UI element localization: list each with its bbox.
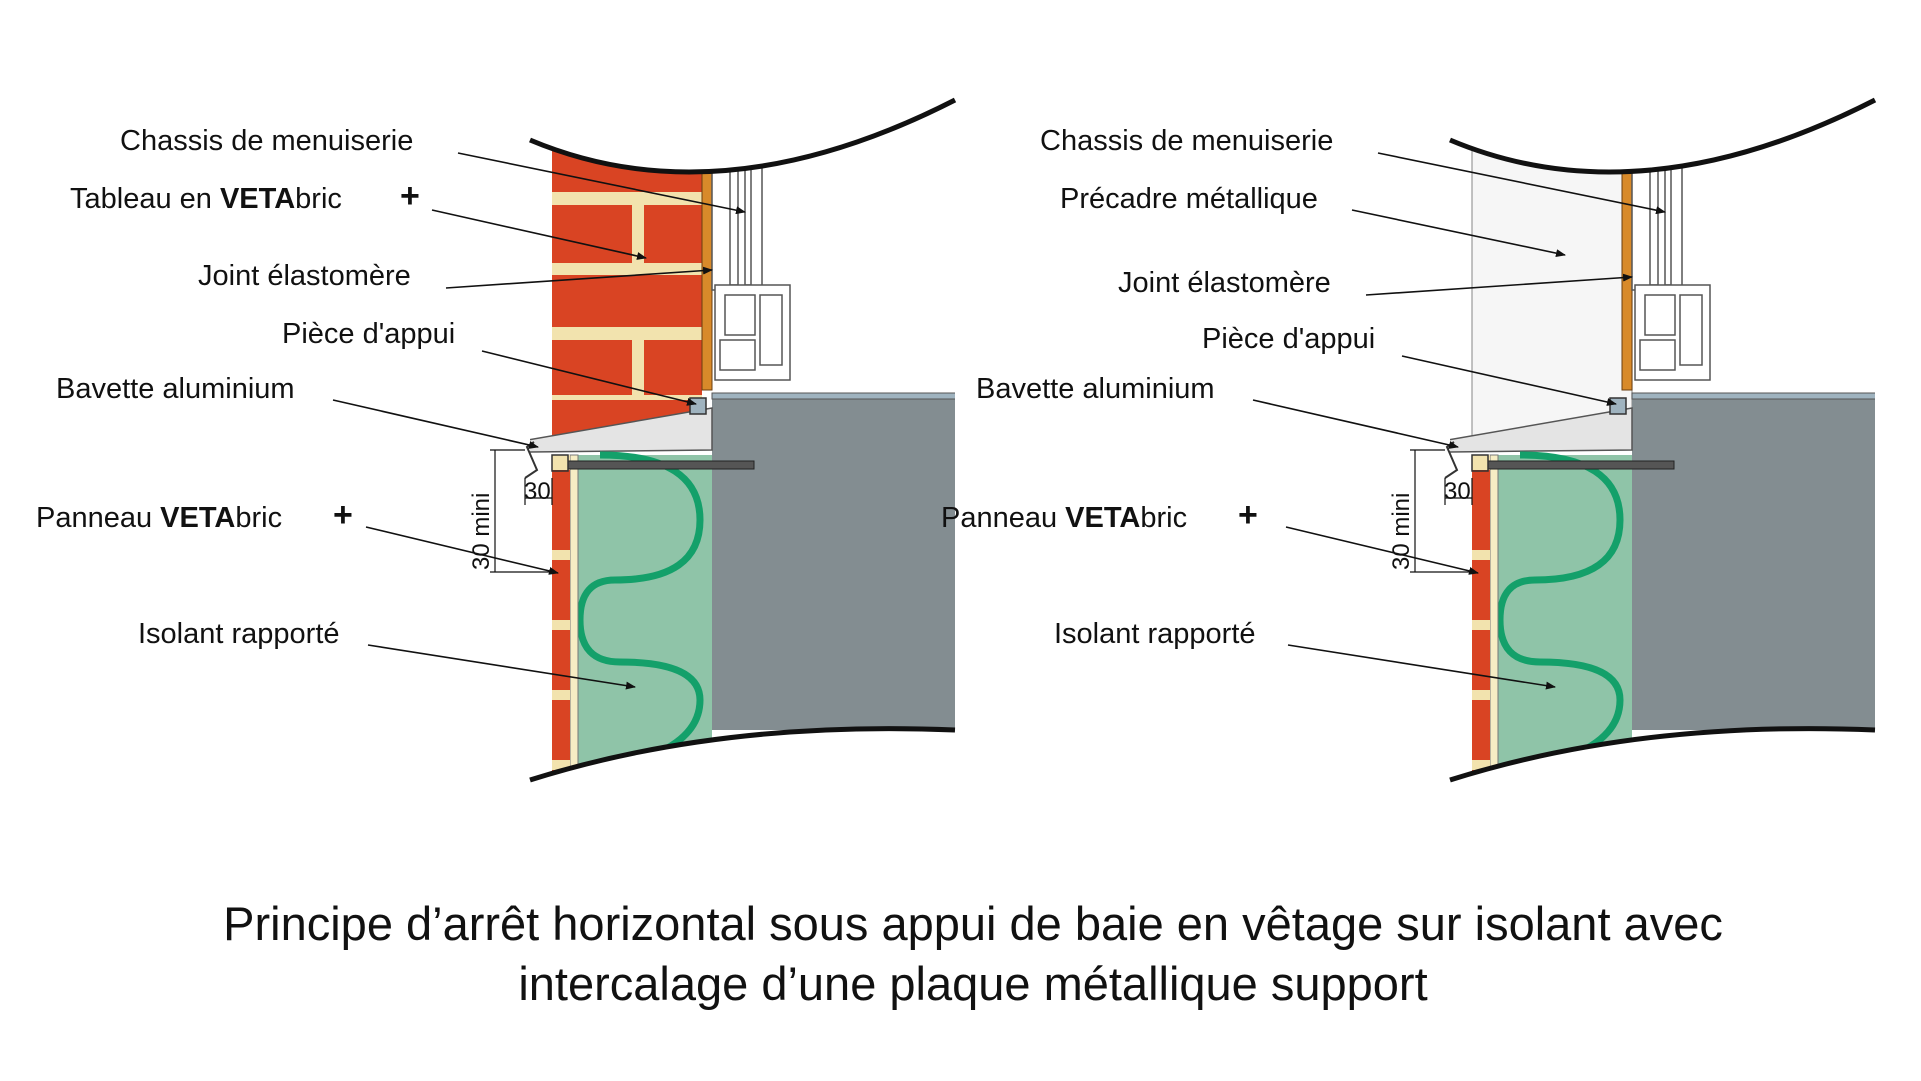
- left-dim-30: 30: [524, 478, 551, 505]
- left-label-bavette: Bavette aluminium: [56, 373, 295, 405]
- left-dimensions: [490, 449, 553, 573]
- right-concrete-wall: [1632, 395, 1875, 730]
- left-label-chassis: Chassis de menuiserie: [120, 125, 413, 157]
- left-label-tableau: Tableau en VETAbric: [70, 183, 342, 215]
- left-piece-appui: [689, 397, 707, 415]
- left-backer-layer: [569, 454, 579, 780]
- left-label-isolant: Isolant rapporté: [138, 618, 340, 650]
- right-anchor-rod: [1487, 460, 1675, 470]
- left-brick-reveal: [552, 100, 702, 440]
- left-top-break-line: [529, 97, 957, 175]
- left-tableau-plus-mark: +: [400, 177, 420, 215]
- right-window-frame: [1631, 109, 1711, 381]
- right-label-panneau: Panneau VETAbric: [941, 502, 1187, 534]
- caption-line-1: Principe d’arrêt horizontal sous appui d…: [223, 897, 1723, 950]
- right-label-precadre: Précadre métallique: [1060, 183, 1318, 215]
- right-top-break-line: [1449, 97, 1877, 175]
- right-bottom-break-line: [1449, 726, 1876, 783]
- right-backer-layer: [1489, 454, 1499, 780]
- right-leader-lines: [1252, 152, 1666, 690]
- right-vetabric-panel: [1472, 455, 1490, 780]
- right-insulation-wave: [1496, 451, 1624, 764]
- right-insulation: [1498, 455, 1632, 780]
- right-joint-strip: [1621, 109, 1633, 391]
- left-label-joint: Joint élastomère: [198, 260, 411, 292]
- left-section-drawing: 30 30 mini Chassis de menuiserie Tableau…: [36, 97, 957, 783]
- caption-line-2: intercalage d’une plaque métallique supp…: [518, 957, 1427, 1010]
- right-piece-appui: [1609, 397, 1627, 415]
- left-concrete-wall: [712, 395, 955, 730]
- left-joint-strip: [701, 109, 713, 391]
- left-insulation: [578, 455, 712, 780]
- left-dim-30-mini: 30 mini: [468, 493, 495, 570]
- right-label-piece: Pièce d'appui: [1202, 323, 1375, 355]
- left-bottom-break-line: [529, 726, 956, 783]
- left-leader-lines: [332, 152, 746, 690]
- right-label-chassis: Chassis de menuiserie: [1040, 125, 1333, 157]
- right-dim-30: 30: [1444, 478, 1471, 505]
- left-panneau-plus-mark: +: [333, 496, 353, 534]
- right-label-bavette: Bavette aluminium: [976, 373, 1215, 405]
- right-sill-top: [1631, 392, 1875, 400]
- left-label-piece: Pièce d'appui: [282, 318, 455, 350]
- right-window-sill: [1450, 407, 1633, 453]
- left-sill-top: [711, 392, 955, 400]
- left-anchor-rod: [567, 460, 755, 470]
- left-vetabric-panel: [552, 455, 570, 780]
- left-label-panneau: Panneau VETAbric: [36, 502, 282, 534]
- right-label-isolant: Isolant rapporté: [1054, 618, 1256, 650]
- right-dim-30-mini: 30 mini: [1388, 493, 1415, 570]
- right-panneau-plus-mark: +: [1238, 496, 1258, 534]
- right-label-joint: Joint élastomère: [1118, 267, 1331, 299]
- left-window-sill: [530, 407, 713, 453]
- left-insulation-wave: [576, 451, 704, 764]
- right-section-drawing: 30 30 mini Chassis de menuiserie Précadr…: [941, 97, 1877, 783]
- right-dimensions: [1410, 449, 1473, 573]
- left-window-frame: [711, 109, 791, 381]
